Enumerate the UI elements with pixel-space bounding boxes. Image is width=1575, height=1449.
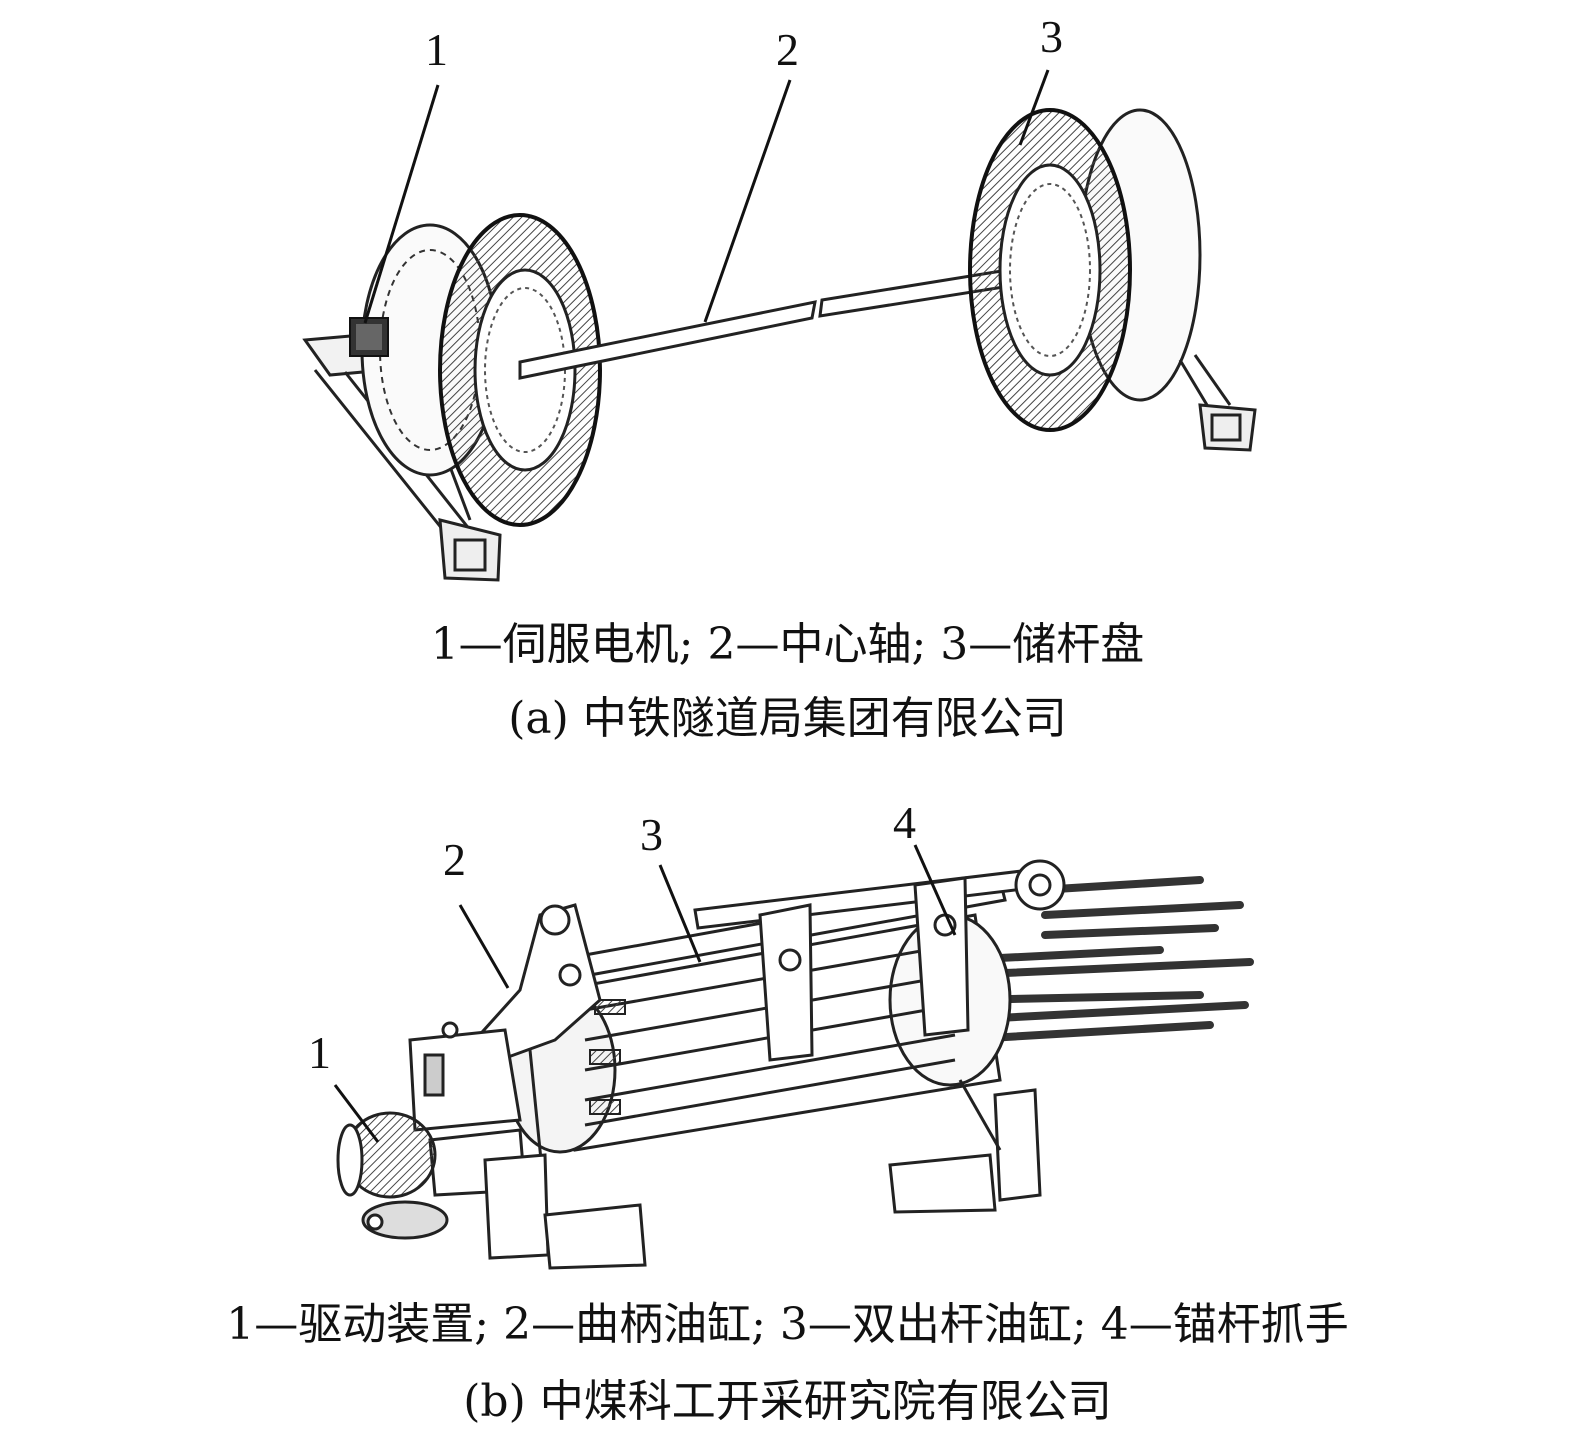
right-rod-storage-disc [968, 108, 1202, 432]
callout-b-4: 4 [893, 797, 916, 848]
leader-line-b-1 [333, 1084, 380, 1143]
gripper-frames [758, 876, 970, 1062]
leader-line-a-1 [363, 84, 440, 324]
panel-b-drawing: 1 2 3 4 [308, 797, 1254, 1270]
servo-motor-icon [349, 317, 389, 357]
leader-line-a-2 [703, 79, 792, 323]
drive-motor-icon [336, 1111, 449, 1240]
callout-a-1: 1 [425, 24, 448, 75]
mounting-feet [483, 1079, 1042, 1270]
callout-a-2: 2 [776, 24, 799, 75]
right-support-frame [1178, 354, 1257, 452]
leader-line-b-3 [658, 864, 702, 963]
panel-a-title: (a) 中铁隧道局集团有限公司 [508, 693, 1067, 744]
panel-b-legend: 1—驱动装置; 2—曲柄油缸; 3—双出杆油缸; 4—锚杆抓手 [226, 1299, 1349, 1350]
callout-b-2: 2 [443, 834, 466, 885]
spring-coils [589, 999, 626, 1115]
callout-a-3: 3 [1040, 11, 1063, 62]
callout-b-1: 1 [308, 1027, 331, 1078]
panel-a-drawing: 1 2 3 [302, 11, 1257, 582]
panel-a-legend: 1—伺服电机; 2—中心轴; 3—储杆盘 [430, 619, 1145, 670]
crank-cylinder [472, 903, 602, 1201]
leader-line-b-2 [458, 904, 510, 989]
panel-b-title: (b) 中煤科工开采研究院有限公司 [463, 1376, 1112, 1427]
leader-line-b-4 [913, 844, 957, 936]
callout-b-3: 3 [640, 809, 663, 860]
leader-line-a-3 [1018, 69, 1050, 146]
